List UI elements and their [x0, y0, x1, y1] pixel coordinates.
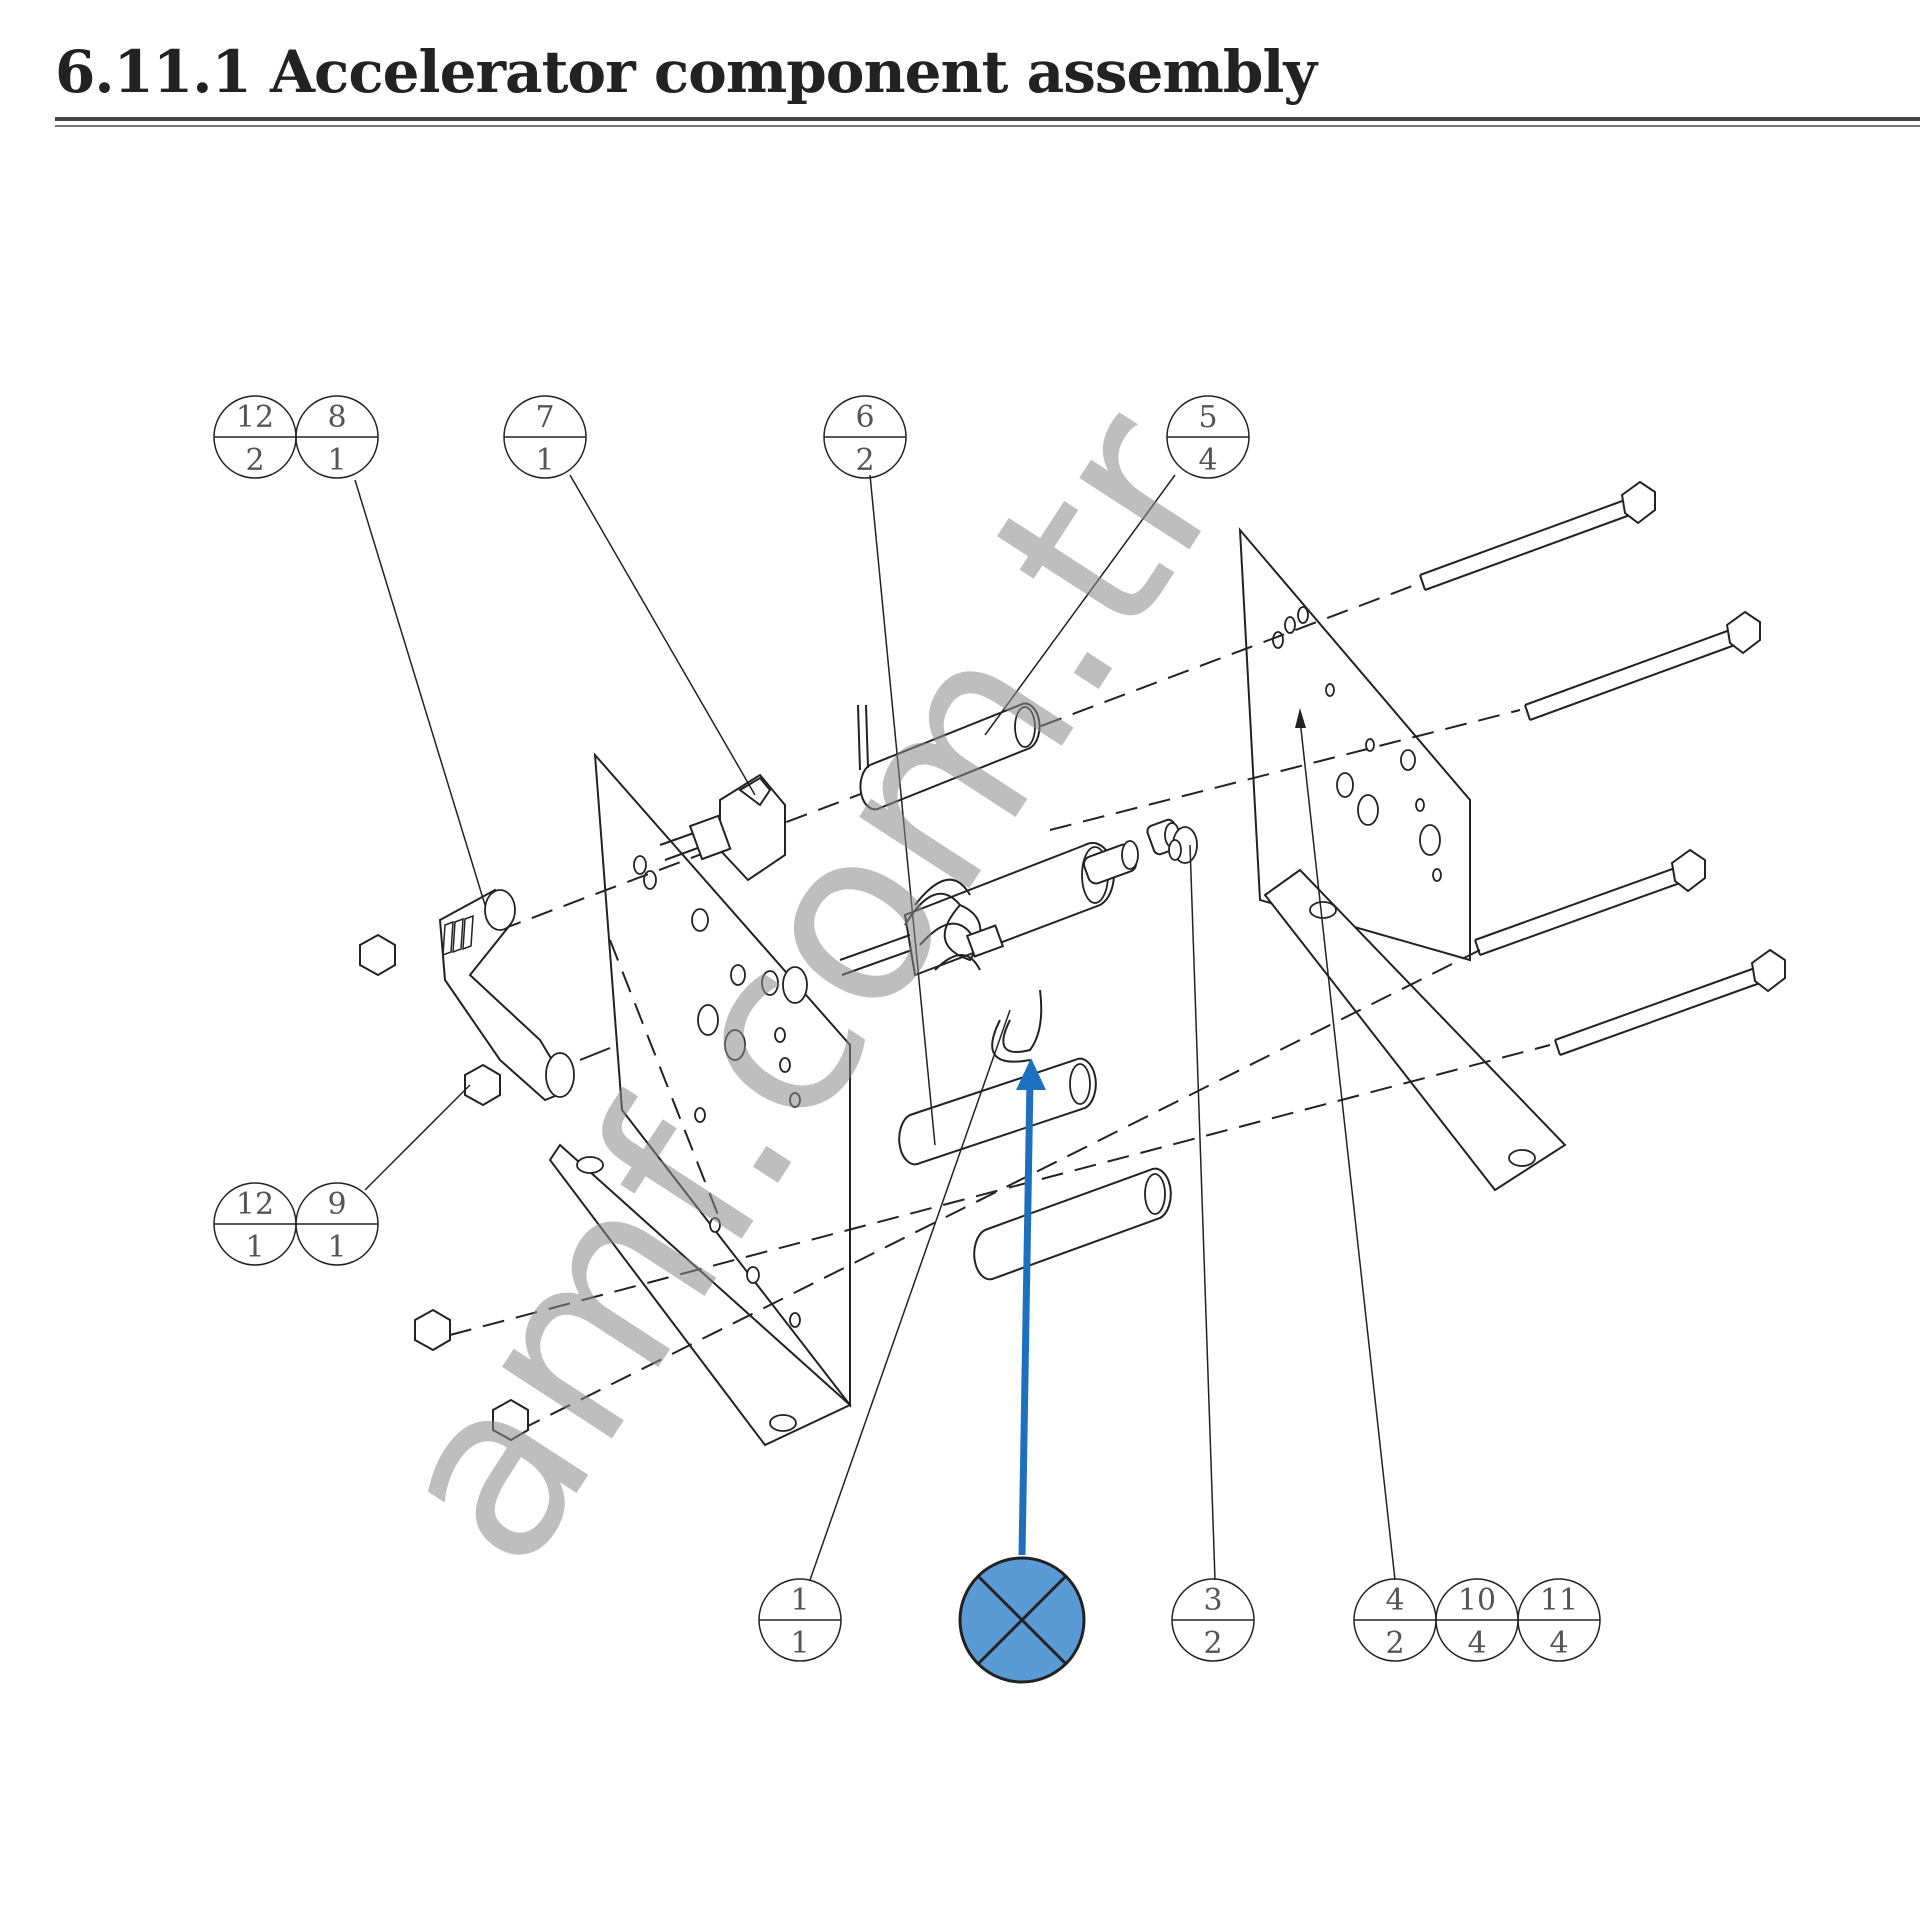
balloon-part: 7 [535, 400, 554, 435]
title-rule [55, 117, 1920, 121]
balloon-part: 10 [1458, 1583, 1496, 1618]
bolt-2 [1524, 610, 1761, 721]
balloon-qty: 2 [245, 443, 264, 478]
lever-arm [438, 888, 611, 1102]
balloon-qty: 1 [327, 1230, 346, 1265]
balloon-9-1: 9 1 [295, 1182, 379, 1266]
right-bracket [1238, 527, 1567, 1192]
balloon-6-2: 6 2 [823, 395, 907, 479]
balloon-1-1: 1 1 [758, 1578, 842, 1662]
balloon-12-1: 12 1 [213, 1182, 297, 1266]
balloon-qty: 4 [1549, 1626, 1568, 1661]
title-rule-secondary [55, 125, 1920, 127]
spacer-mid [898, 1057, 1097, 1166]
balloon-part: 6 [855, 400, 874, 435]
balloon-part: 8 [327, 400, 346, 435]
bolt-4 [1554, 948, 1786, 1056]
highlight-arrow [1016, 1058, 1046, 1556]
bolt-1 [1419, 480, 1656, 591]
spacer-low [973, 1167, 1172, 1281]
balloon-10-4: 10 4 [1435, 1578, 1519, 1662]
balloon-11-4: 11 4 [1517, 1578, 1601, 1662]
balloon-part: 12 [236, 400, 274, 435]
balloon-4-2: 4 2 [1353, 1578, 1437, 1662]
balloon-qty: 1 [790, 1626, 809, 1661]
balloon-3-2: 3 2 [1171, 1578, 1255, 1662]
connector-block [659, 773, 786, 882]
balloon-8-1: 8 1 [295, 395, 379, 479]
leader-lines [354, 474, 1396, 1581]
balloon-qty: 2 [1203, 1626, 1222, 1661]
hex-nuts [359, 826, 1198, 1442]
balloon-qty: 2 [855, 443, 874, 478]
spacer-top [857, 702, 1041, 811]
balloon-7-1: 7 1 [503, 395, 587, 479]
balloon-part: 12 [236, 1187, 274, 1222]
balloon-part: 9 [327, 1187, 346, 1222]
balloon-part: 5 [1198, 400, 1217, 435]
page-title: 6.11.1 Accelerator component assembly [55, 38, 1317, 106]
bolt-3 [1474, 848, 1706, 956]
balloon-12-2: 12 2 [213, 395, 297, 479]
balloon-qty: 4 [1198, 443, 1217, 478]
hex-bolts [1419, 480, 1786, 1056]
left-bracket [548, 752, 852, 1447]
balloon-qty: 1 [245, 1230, 264, 1265]
balloon-5-4: 5 4 [1166, 395, 1250, 479]
balloon-qty: 4 [1467, 1626, 1486, 1661]
balloon-part: 1 [790, 1583, 809, 1618]
balloon-qty: 1 [535, 443, 554, 478]
spacer-tubes [857, 702, 1172, 1281]
balloon-qty: 1 [327, 443, 346, 478]
balloon-qty: 2 [1385, 1626, 1404, 1661]
balloon-part: 4 [1385, 1583, 1404, 1618]
crossed-circle-marker[interactable] [958, 1556, 1086, 1684]
balloon-part: 11 [1540, 1583, 1578, 1618]
balloon-part: 3 [1203, 1583, 1222, 1618]
